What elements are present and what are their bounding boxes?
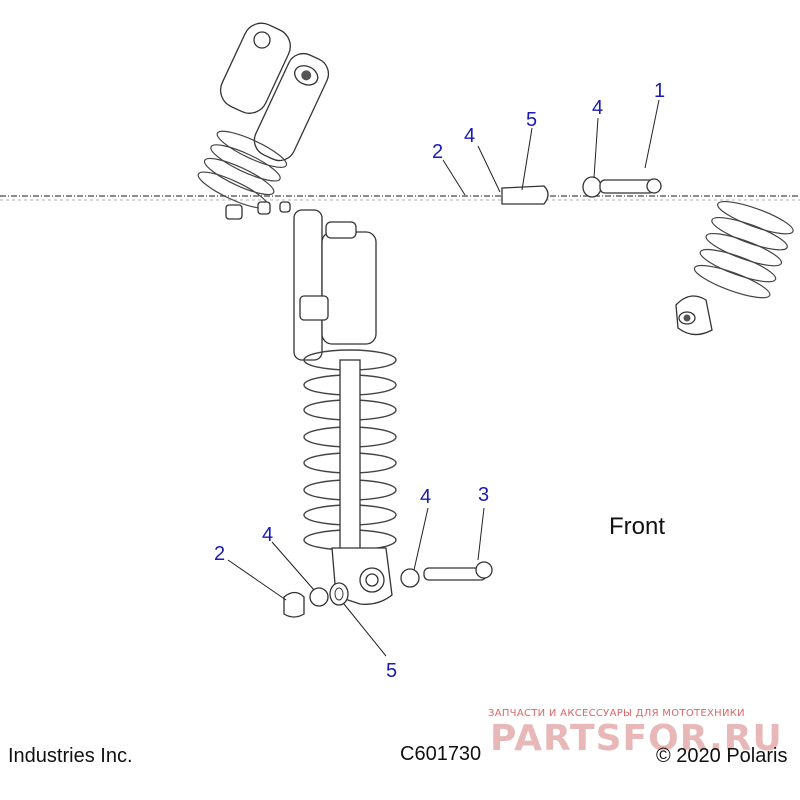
leader-2b [227, 559, 287, 601]
leader-1 [644, 99, 660, 169]
main-rear-shock [293, 209, 397, 605]
frame-edge-line [0, 195, 800, 201]
leader-2a [442, 159, 466, 196]
callout-4c: 4 [420, 486, 431, 508]
callout-3: 3 [478, 484, 489, 506]
caption-left: Industries Inc. [8, 745, 133, 767]
callout-5b: 5 [386, 660, 397, 682]
watermark-tagline: ЗАПЧАСТИ И АКСЕССУАРЫ ДЛЯ МОТОТЕХНИКИ [488, 708, 745, 719]
lower-bushing-4 [309, 587, 329, 607]
callout-1: 1 [654, 80, 665, 102]
upper-right-spring [675, 201, 794, 336]
callout-2b: 2 [214, 543, 225, 565]
upper-left-shock [197, 22, 330, 209]
left-frame-bushings [225, 201, 291, 220]
leader-5b [343, 603, 387, 657]
leader-4d [271, 541, 315, 591]
callout-4b: 4 [592, 97, 603, 119]
leader-4c [413, 507, 429, 571]
callout-4d: 4 [262, 524, 273, 546]
lower-bushing-2 [283, 591, 305, 618]
upper-mount-hardware [501, 176, 662, 205]
front-direction-label: Front [609, 513, 666, 540]
leader-4b [593, 117, 599, 179]
lower-bushing-4b [400, 568, 420, 588]
leader-3 [477, 507, 485, 561]
watermark-logo: PARTSFOR.RU [490, 718, 783, 759]
callout-2a: 2 [432, 141, 443, 163]
callout-4a: 4 [464, 125, 475, 147]
leader-5a [521, 127, 533, 191]
callout-numbers: 1 2 4 5 4 3 4 4 2 5 [214, 80, 665, 682]
lower-mount-hardware [283, 561, 493, 618]
leader-lines [227, 99, 660, 657]
copyright-notice: © 2020 Polaris [656, 745, 788, 767]
callout-5a: 5 [526, 109, 537, 131]
diagram-code: C601730 [400, 743, 482, 765]
leader-4a [477, 145, 501, 193]
